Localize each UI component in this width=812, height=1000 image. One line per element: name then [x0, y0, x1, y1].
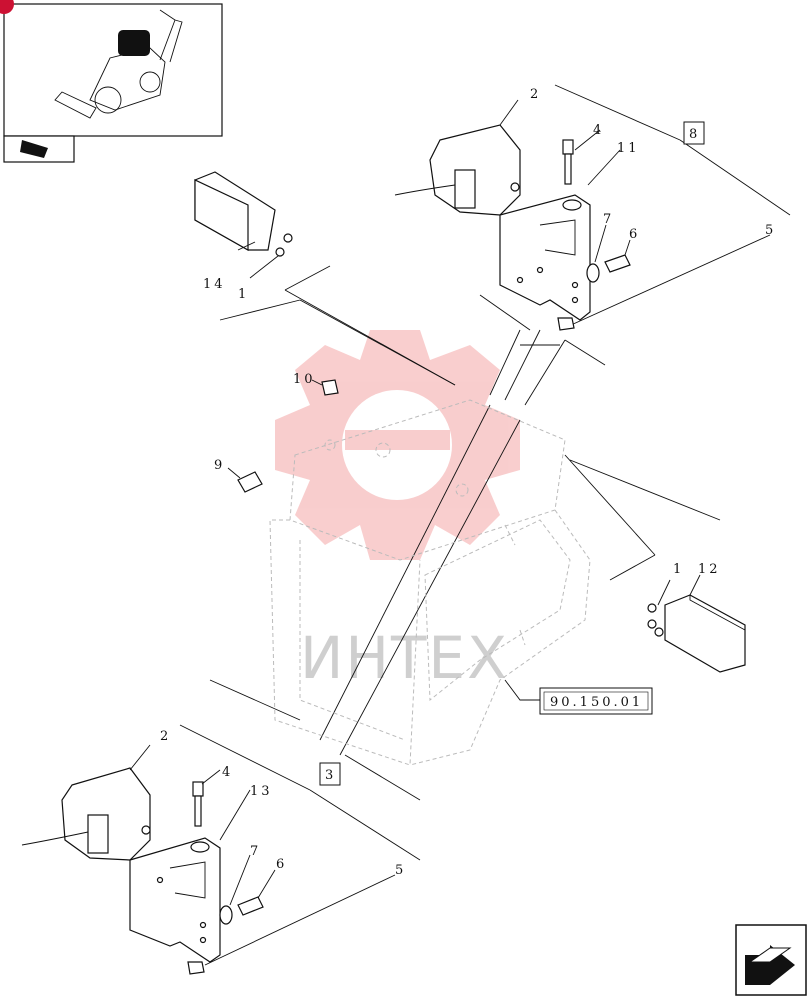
washer-7-bottom[interactable] [219, 905, 233, 925]
watermark-logo [275, 330, 520, 560]
callout-1-right: 1 [673, 562, 684, 577]
callout-7-top: 7 [603, 212, 614, 227]
washer-7-top[interactable] [586, 263, 600, 283]
thumbnail-frame[interactable] [0, 0, 223, 163]
watermark-text: ИНТЕХ [300, 624, 509, 692]
relay-14[interactable] [194, 171, 293, 257]
callout-6-bottom: 6 [276, 857, 287, 872]
callout-10: 10 [293, 372, 316, 387]
ref-box-3[interactable]: 3 [319, 762, 341, 786]
svg-text:3: 3 [325, 768, 336, 783]
exploded-lines [179, 84, 791, 966]
bolt-6-top[interactable] [604, 254, 631, 273]
callout-12: 12 [698, 562, 721, 577]
work-lamp-top[interactable] [394, 124, 521, 216]
callout-1-left: 1 [238, 287, 249, 302]
callout-2-bottom: 2 [160, 729, 171, 744]
callout-7-bottom: 7 [250, 844, 261, 859]
nut-5-bottom[interactable] [187, 961, 205, 975]
callout-11: 11 [617, 141, 640, 156]
cab-outline [269, 399, 591, 766]
callout-4-top: 4 [593, 123, 604, 138]
page-next-arrow-icon[interactable] [735, 924, 807, 996]
svg-text:90.150.01: 90.150.01 [550, 695, 643, 710]
callout-leaders [129, 99, 701, 906]
callout-14: 14 [203, 277, 226, 292]
bolt-6-bottom[interactable] [237, 896, 264, 916]
nut-5-top[interactable] [557, 317, 575, 331]
work-lamp-bottom[interactable] [21, 767, 151, 861]
bolt-4-bottom[interactable] [192, 781, 204, 827]
ref-box-8[interactable]: 8 [683, 121, 705, 145]
bracket-13[interactable] [129, 837, 221, 963]
bolt-9[interactable] [237, 471, 263, 493]
backhoe-loader-thumbnail [54, 9, 183, 119]
ref-box-table[interactable]: 90.150.01 [539, 687, 653, 715]
callout-5-bottom: 5 [395, 863, 406, 878]
callout-4-bottom: 4 [222, 765, 233, 780]
svg-text:8: 8 [689, 127, 700, 142]
callout-6-top: 6 [629, 227, 640, 242]
relay-12[interactable] [647, 594, 746, 673]
nut-10[interactable] [321, 379, 339, 396]
bolt-4-top[interactable] [562, 139, 574, 185]
bracket-11[interactable] [499, 194, 591, 321]
corner-badge [0, 0, 14, 14]
callout-5-top: 5 [765, 223, 776, 238]
callout-2-top: 2 [530, 87, 541, 102]
callout-9: 9 [214, 458, 225, 473]
arrow-back-icon[interactable] [20, 140, 48, 158]
callout-13: 13 [250, 784, 273, 799]
